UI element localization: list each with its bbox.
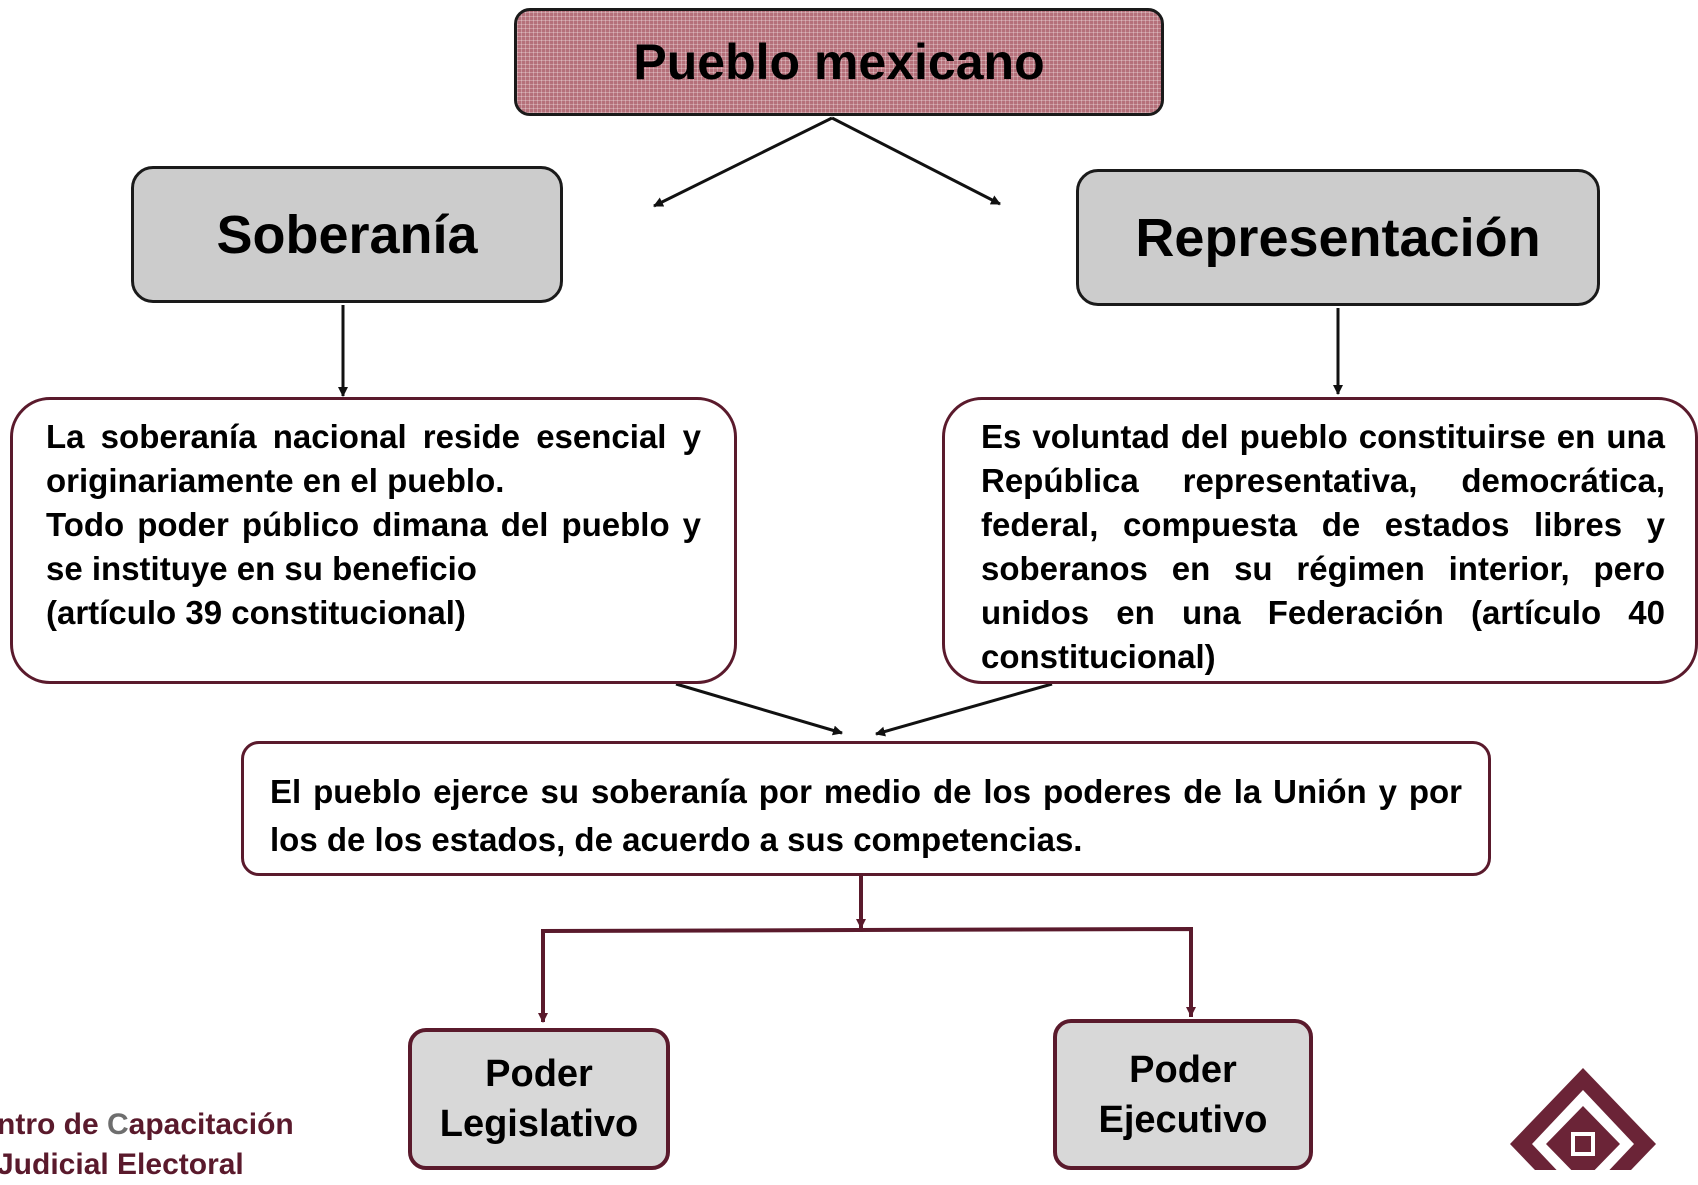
- footer-line-1b: C: [107, 1108, 129, 1141]
- footer-line-1: ntro de Capacitación: [0, 1105, 377, 1145]
- arrow-soberania-text-to-union: [675, 682, 843, 736]
- footer-line-1a: ntro de: [0, 1108, 107, 1141]
- node-soberania-description: La soberanía nacional reside esencial y …: [10, 397, 737, 684]
- arrow-title-to-representacion: [831, 116, 1001, 206]
- soberania-label: Soberanía: [216, 204, 478, 265]
- legislativo-line-1: Poder: [485, 1053, 593, 1095]
- arrows-maroon: [538, 876, 1196, 1023]
- node-pueblo-mexicano: Pueblo mexicano: [514, 8, 1164, 116]
- soberania-paragraph-2: Todo poder público dimana del pueblo y s…: [46, 506, 701, 587]
- node-poder-ejecutivo: Poder Ejecutivo: [1053, 1019, 1313, 1170]
- node-union-description: El pueblo ejerce su soberanía por medio …: [241, 741, 1491, 876]
- ejecutivo-line-1: Poder: [1129, 1048, 1237, 1091]
- node-poder-legislativo: Poder Legislativo: [408, 1028, 670, 1170]
- arrows-black: [338, 116, 1343, 737]
- node-soberania: Soberanía: [131, 166, 563, 303]
- representacion-paragraph: Es voluntad del pueblo constituirse en u…: [981, 418, 1665, 675]
- footer-organization-name: ntro de Capacitación Judicial Electoral: [0, 1105, 377, 1185]
- representacion-label: Representación: [1135, 207, 1541, 268]
- node-representacion-description: Es voluntad del pueblo constituirse en u…: [942, 397, 1698, 684]
- footer-line-2: Judicial Electoral: [0, 1148, 244, 1181]
- legislativo-line-2: Legislativo: [439, 1103, 639, 1145]
- union-paragraph: El pueblo ejerce su soberanía por medio …: [270, 773, 1462, 858]
- arrow-representacion-text-to-union: [875, 682, 1053, 737]
- node-representacion: Representación: [1076, 169, 1600, 306]
- ejecutivo-line-2: Ejecutivo: [1098, 1098, 1268, 1141]
- soberania-paragraph-1: La soberanía nacional reside esencial y …: [46, 418, 701, 499]
- title-label: Pueblo mexicano: [633, 34, 1045, 90]
- footer-line-1c: apacitación: [128, 1108, 294, 1141]
- diamond-logo-icon: [1510, 1068, 1656, 1170]
- soberania-paragraph-3: (artículo 39 constitucional): [46, 594, 466, 631]
- arrow-title-to-soberania: [653, 116, 833, 208]
- connector-split: [541, 926, 1193, 1020]
